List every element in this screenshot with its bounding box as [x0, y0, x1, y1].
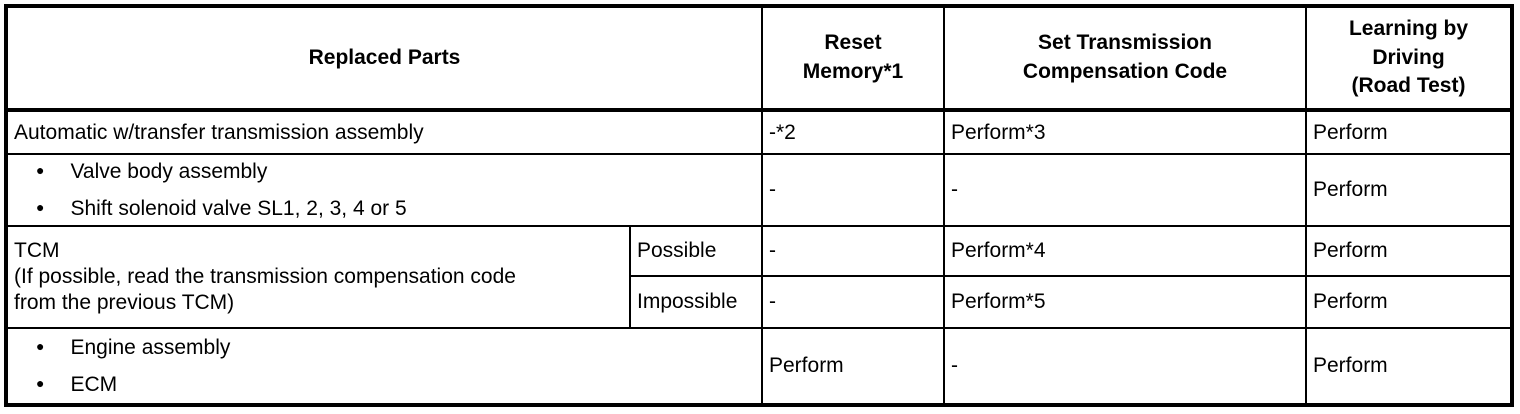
cell-set-code: Perform*5	[943, 275, 1307, 329]
part-bullet-list: ● Engine assembly ● ECM	[14, 336, 755, 396]
bullet-icon: ●	[36, 198, 45, 215]
cell-reset-memory: -	[761, 275, 945, 329]
cell-part-name: TCM (If possible, read the transmission …	[5, 225, 631, 329]
bullet-icon: ●	[36, 337, 45, 354]
cell-reset-memory: -	[761, 225, 945, 277]
list-item-label: Shift solenoid valve SL1, 2, 3, 4 or 5	[70, 197, 407, 220]
cell-part-name: ● Engine assembly ● ECM	[5, 327, 763, 406]
cell-set-code: Perform*4	[943, 225, 1307, 277]
list-item-label: Valve body assembly	[70, 159, 268, 183]
header-reset-memory: Reset Memory*1	[761, 5, 945, 112]
cell-part-name: ● Valve body assembly ● Shift solenoid v…	[5, 153, 763, 227]
row-automatic-transmission: Automatic w/transfer transmission assemb…	[5, 109, 1513, 155]
header-row: Replaced Parts Reset Memory*1 Set Transm…	[5, 5, 1513, 112]
cell-set-code: Perform*3	[943, 109, 1307, 155]
cell-learning: Perform	[1305, 275, 1513, 329]
cell-part-name: Automatic w/transfer transmission assemb…	[5, 109, 763, 155]
bullet-icon: ●	[36, 161, 45, 178]
list-item: ● Valve body assembly	[36, 160, 755, 183]
cell-tcm-possible: Possible	[629, 225, 763, 277]
part-bullet-list: ● Valve body assembly ● Shift solenoid v…	[14, 160, 755, 220]
header-set-transmission-compensation-code: Set Transmission Compensation Code	[943, 5, 1307, 112]
row-tcm-possible: TCM (If possible, read the transmission …	[5, 225, 1513, 329]
replaced-parts-table: Replaced Parts Reset Memory*1 Set Transm…	[4, 4, 1514, 407]
cell-learning: Perform	[1305, 225, 1513, 277]
cell-reset-memory: -*2	[761, 109, 945, 155]
bullet-icon: ●	[36, 374, 45, 391]
list-item-label: Engine assembly	[70, 335, 231, 359]
list-item-label: ECM	[70, 373, 118, 396]
list-item: ● ECM	[36, 373, 755, 396]
cell-learning: Perform	[1305, 327, 1513, 406]
row-valve-body: ● Valve body assembly ● Shift solenoid v…	[5, 153, 1513, 227]
row-engine-ecm: ● Engine assembly ● ECM Perform - Perfor…	[5, 327, 1513, 406]
list-item: ● Engine assembly	[36, 336, 755, 359]
header-replaced-parts: Replaced Parts	[5, 5, 763, 112]
row-tcm-impossible: Impossible - Perform*5 Perform	[6, 275, 1513, 329]
cell-set-code: -	[943, 327, 1307, 406]
list-item: ● Shift solenoid valve SL1, 2, 3, 4 or 5	[36, 197, 755, 220]
cell-reset-memory: Perform	[761, 327, 945, 406]
cell-tcm-impossible: Impossible	[629, 275, 763, 329]
cell-learning: Perform	[1305, 153, 1513, 227]
cell-learning: Perform	[1305, 109, 1513, 155]
header-learning-by-driving: Learning by Driving (Road Test)	[1305, 5, 1513, 112]
cell-set-code: -	[943, 153, 1307, 227]
cell-reset-memory: -	[761, 153, 945, 227]
